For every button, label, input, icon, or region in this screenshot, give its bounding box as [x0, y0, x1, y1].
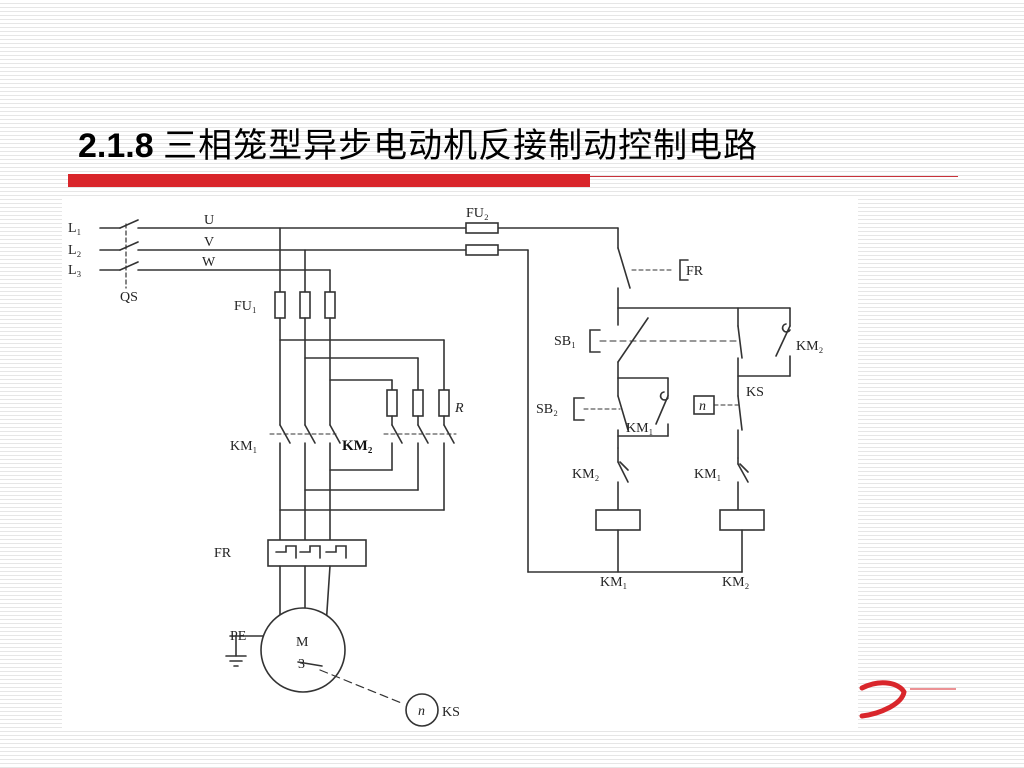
label-l3: L₃	[68, 263, 82, 278]
label-km1-aux: KM₁	[626, 421, 653, 436]
corner-swoosh-decoration	[859, 680, 956, 719]
label-pe: PE	[230, 629, 246, 644]
label-km1-coil: KM₁	[600, 575, 627, 590]
control-circuit	[527, 227, 791, 573]
label-fr-ctrl: FR	[686, 264, 704, 279]
label-n-sensor: n	[418, 704, 425, 719]
label-u: U	[204, 213, 214, 228]
supply-lines	[99, 219, 619, 289]
label-km2-coil: KM₂	[722, 575, 750, 590]
slide-title: 2.1.8 三相笼型异步电动机反接制动控制电路	[78, 122, 758, 170]
label-km2-seal: KM₂	[796, 339, 824, 354]
diagram-labels: L₁ L₂ L₃ QS U V W FU₁ FU₂ R KM₁ KM₂ FR P…	[68, 206, 824, 720]
label-sb1: SB₁	[554, 334, 576, 349]
label-w: W	[202, 255, 216, 270]
label-km2-main: KM₂	[342, 438, 373, 454]
label-l1: L₁	[68, 221, 81, 236]
main-circuit	[225, 227, 457, 727]
title-underline-bar	[68, 174, 590, 187]
label-fu1: FU₁	[234, 299, 257, 314]
circuit-diagram: L₁ L₂ L₃ QS U V W FU₁ FU₂ R KM₁ KM₂ FR P…	[62, 196, 858, 730]
label-qs: QS	[120, 290, 138, 305]
label-motor-3: 3	[298, 657, 305, 672]
title-rule	[590, 176, 958, 177]
label-v: V	[204, 235, 214, 250]
label-n-box: n	[699, 399, 706, 414]
label-motor-m: M	[296, 635, 309, 650]
fu2-fuses	[465, 222, 499, 256]
title-text: 三相笼型异步电动机反接制动控制电路	[163, 126, 759, 166]
section-number: 2.1.8	[78, 127, 154, 165]
label-ks-contact: KS	[746, 385, 764, 400]
label-sb2: SB₂	[536, 402, 558, 417]
label-km1-interlock: KM₁	[694, 467, 721, 482]
label-fu2: FU₂	[466, 206, 489, 221]
label-km1-main: KM₁	[230, 439, 257, 454]
label-km2-interlock: KM₂	[572, 467, 600, 482]
circuit-svg: L₁ L₂ L₃ QS U V W FU₁ FU₂ R KM₁ KM₂ FR P…	[68, 206, 824, 727]
label-fr-main: FR	[214, 546, 232, 561]
label-l2: L₂	[68, 243, 82, 258]
label-r: R	[454, 401, 464, 416]
label-ks-sensor: KS	[442, 705, 460, 720]
